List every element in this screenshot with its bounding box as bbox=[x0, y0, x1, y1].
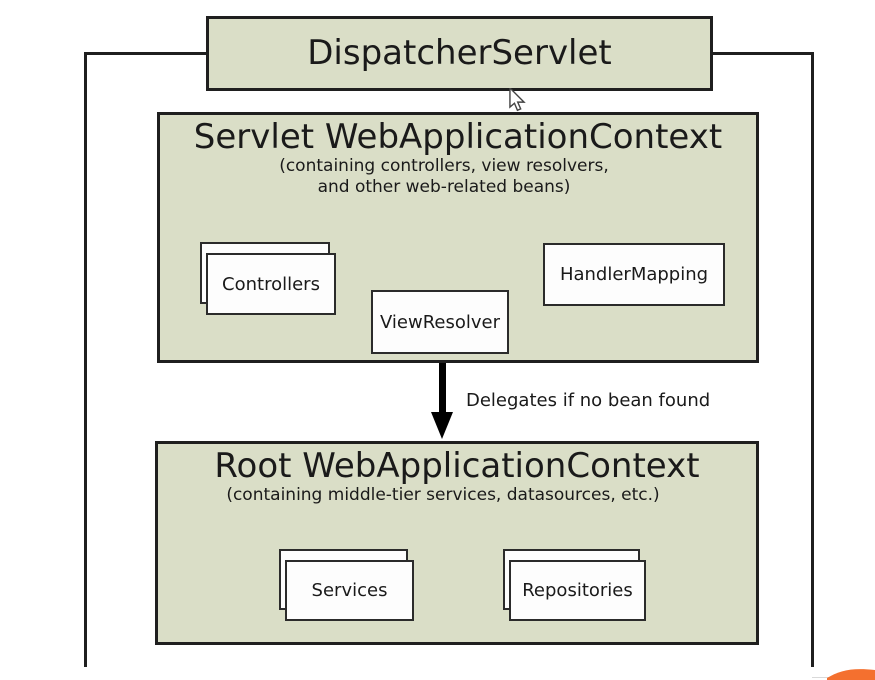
repositories-stack: Repositories bbox=[503, 549, 646, 621]
servlet-context-title: Servlet WebApplicationContext bbox=[193, 117, 723, 157]
view-resolver-label: ViewResolver bbox=[379, 311, 500, 333]
servlet-context-header: Servlet WebApplicationContext (containin… bbox=[160, 115, 756, 199]
controllers-stack: Controllers bbox=[200, 242, 336, 315]
services-label: Services bbox=[311, 580, 388, 601]
servlet-webapplicationcontext-box: Servlet WebApplicationContext (containin… bbox=[157, 112, 759, 363]
root-context-subtitle: (containing middle-tier services, dataso… bbox=[226, 484, 660, 505]
repositories-box: Repositories bbox=[509, 560, 646, 621]
controllers-label: Controllers bbox=[222, 273, 320, 295]
dispatcher-servlet-label: DispatcherServlet bbox=[307, 32, 612, 73]
root-webapplicationcontext-box: Root WebApplicationContext (containing m… bbox=[155, 441, 759, 645]
view-resolver-box: ViewResolver bbox=[371, 290, 509, 354]
servlet-context-subtitle-line2: and other web-related beans) bbox=[317, 177, 571, 198]
root-context-title: Root WebApplicationContext bbox=[214, 446, 700, 486]
handler-mapping-box: HandlerMapping bbox=[543, 243, 725, 306]
root-context-header: Root WebApplicationContext (containing m… bbox=[158, 444, 756, 506]
servlet-context-subtitle: (containing controllers, view resolvers,… bbox=[146, 156, 742, 200]
delegation-arrow-head-icon bbox=[431, 412, 453, 439]
controllers-box: Controllers bbox=[206, 253, 336, 315]
services-box: Services bbox=[285, 560, 414, 621]
delegation-arrow-label: Delegates if no bean found bbox=[466, 390, 711, 411]
handler-mapping-label: HandlerMapping bbox=[559, 264, 709, 285]
mouse-pointer-icon bbox=[509, 88, 526, 112]
delegation-arrow-shaft bbox=[439, 362, 446, 414]
repositories-label: Repositories bbox=[522, 580, 633, 601]
services-stack: Services bbox=[279, 549, 414, 621]
orange-swoosh-icon bbox=[827, 669, 875, 680]
servlet-context-subtitle-line1: (containing controllers, view resolvers, bbox=[279, 155, 609, 176]
dispatcher-servlet-box: DispatcherServlet bbox=[206, 16, 713, 91]
